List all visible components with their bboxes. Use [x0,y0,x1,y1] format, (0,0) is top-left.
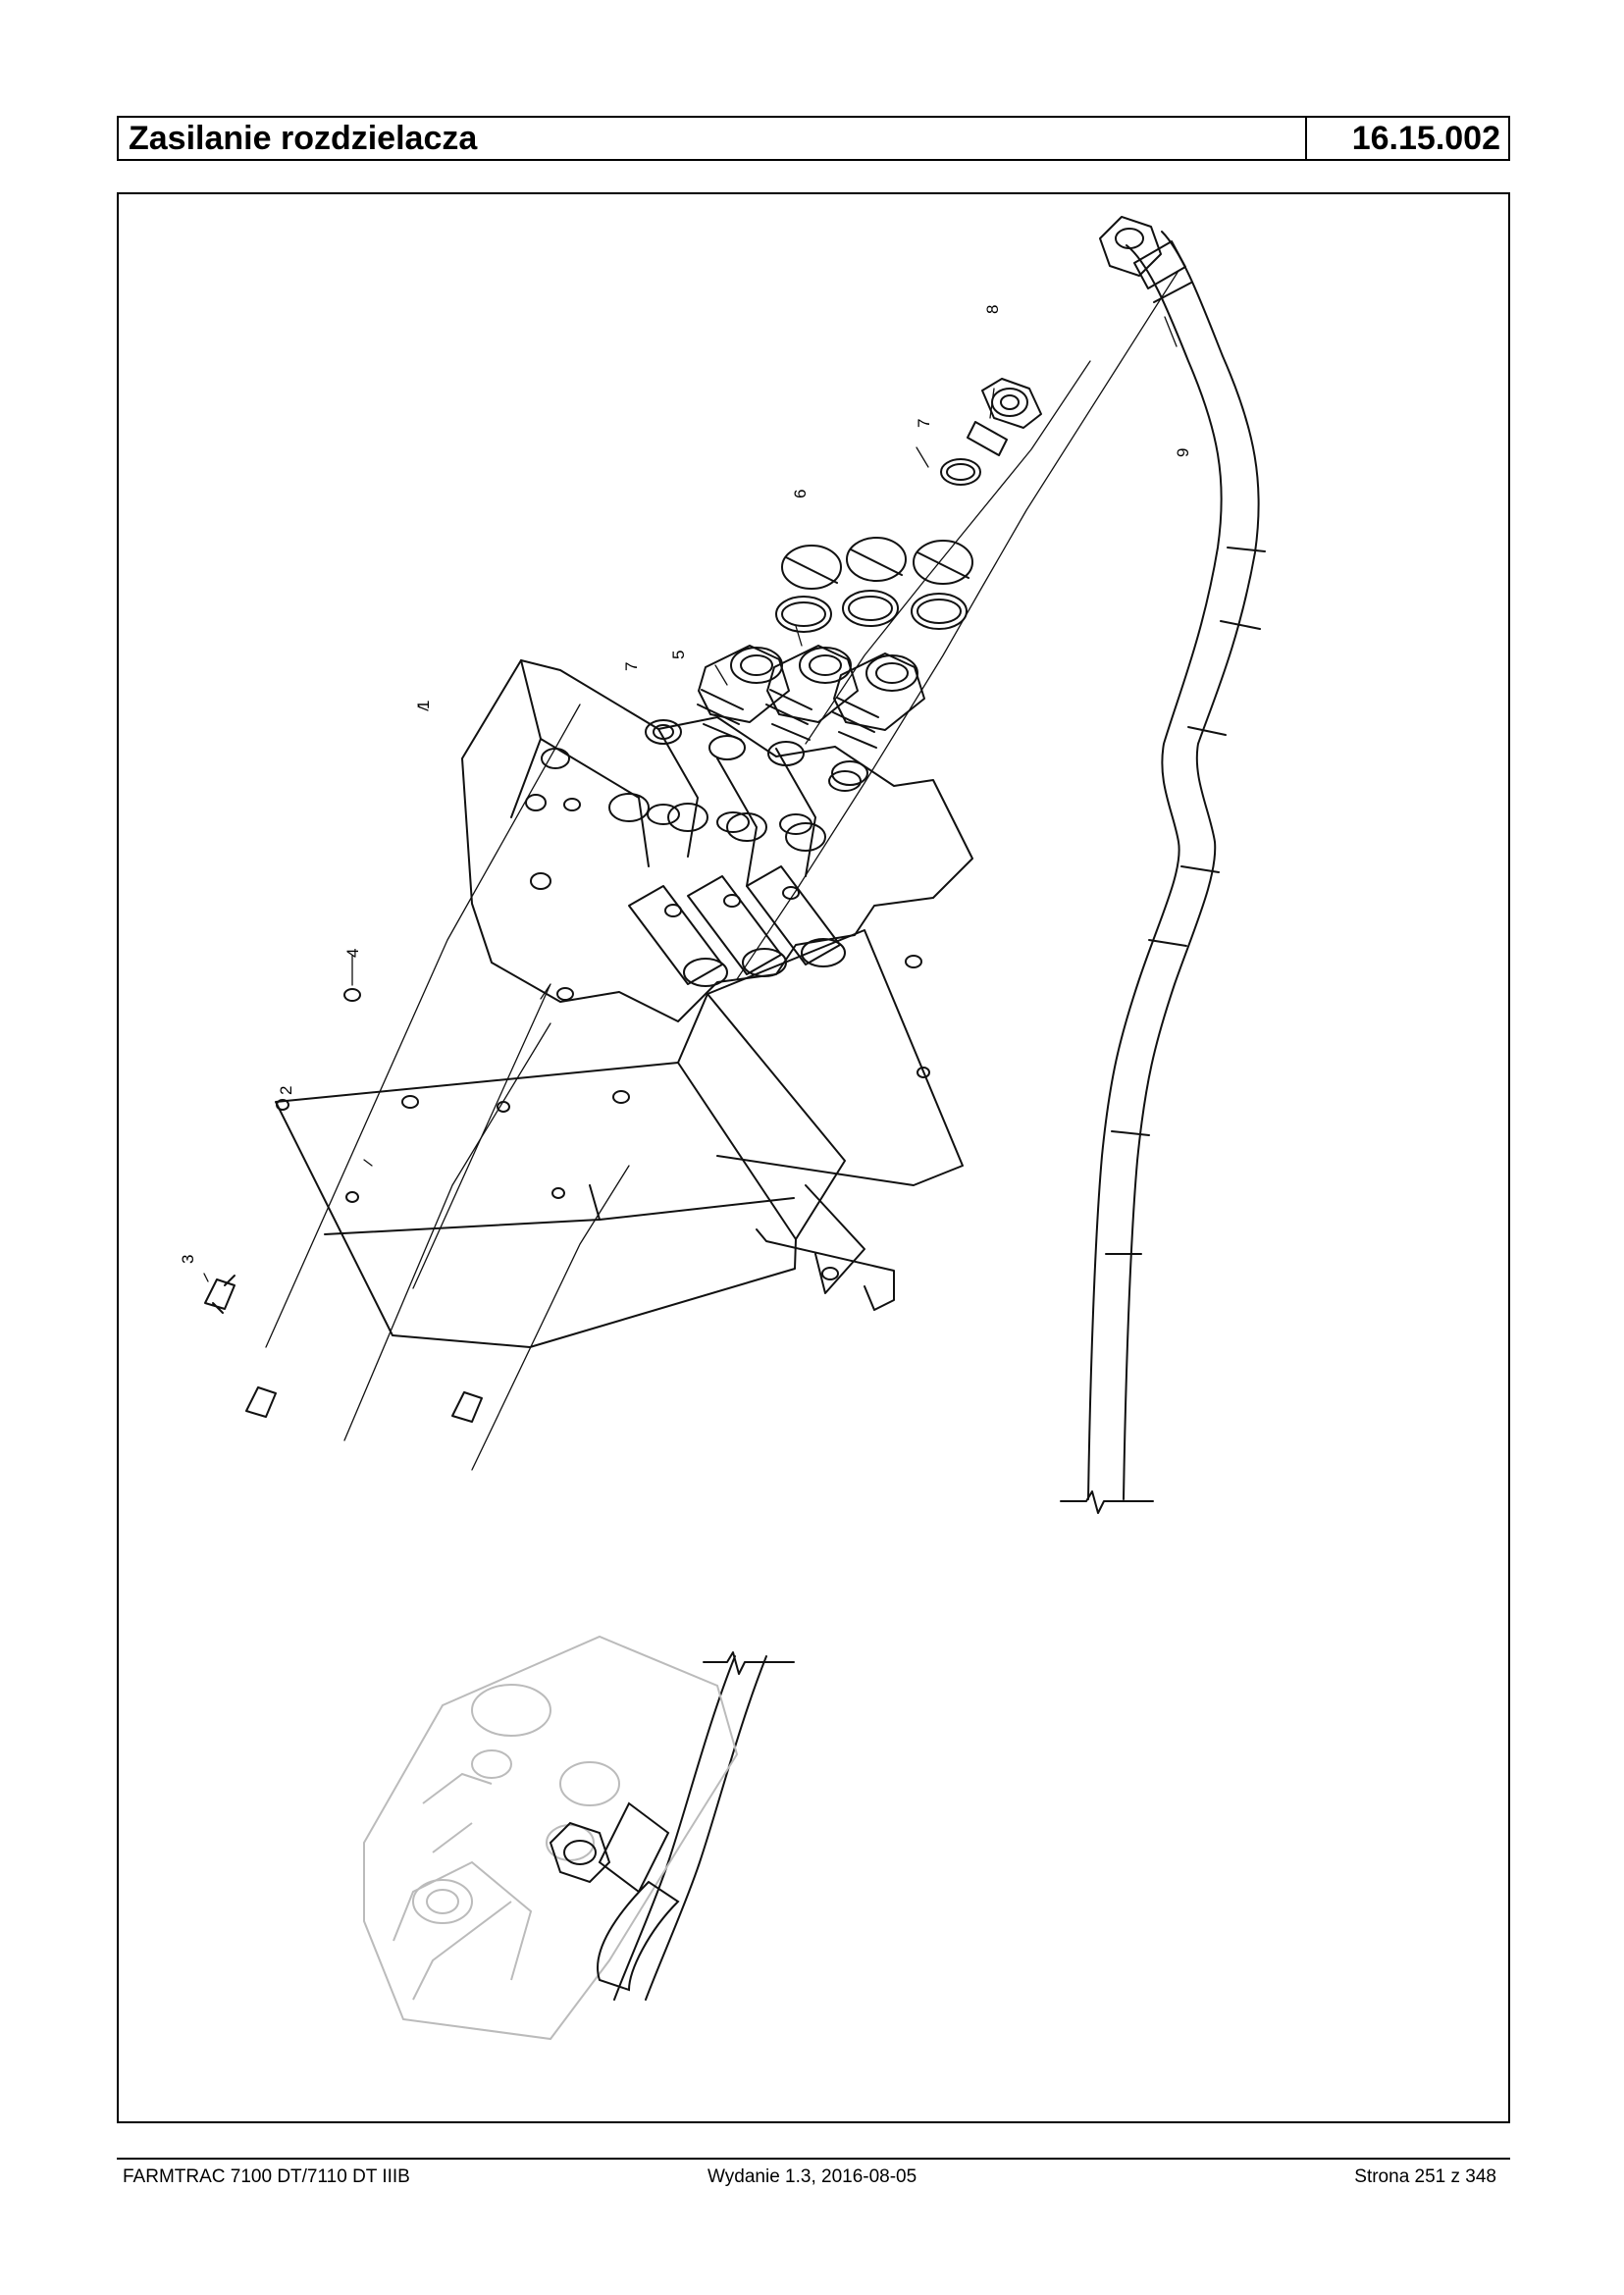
callout-labels: 1 2 3 4 5 6 7 7 8 9 [179,305,1192,1264]
callout-3: 3 [179,1255,197,1264]
quick-couplers-5 [697,645,925,749]
bolts-3 [204,1275,483,1423]
diagram-frame: 1 2 3 4 5 6 7 7 8 9 [117,192,1510,2123]
page-title: Zasilanie rozdzielacza [129,119,478,157]
callout-5: 5 [669,651,688,659]
footer-rule [117,2158,1510,2160]
page-footer: FARMTRAC 7100 DT/7110 DT IIIB Wydanie 1.… [117,2166,1510,2196]
footer-edition: Wydanie 1.3, 2016-08-05 [707,2166,917,2187]
callout-4: 4 [343,949,362,958]
footer-model: FARMTRAC 7100 DT/7110 DT IIIB [123,2166,410,2187]
lower-hose-fitting [549,1801,680,1992]
hydraulic-hose [613,216,1266,2001]
mounting-bracket-2 [275,929,964,1348]
callout-7-upper: 7 [915,419,933,428]
callout-7-lower: 7 [622,662,641,671]
callout-2: 2 [277,1086,295,1095]
o-ring-7-top [940,458,981,486]
callout-8: 8 [983,305,1002,314]
callout-1: 1 [414,701,433,709]
section-code: 16.15.002 [1305,118,1508,159]
footer-page-number: Strona 251 z 348 [1354,2166,1496,2187]
washers-4 [343,798,581,1002]
control-valve-block-1 [461,659,973,1022]
callout-6: 6 [791,490,810,498]
exploded-parts-diagram: 1 2 3 4 5 6 7 7 8 9 [179,216,1266,2041]
adapter-fitting-8 [967,378,1042,456]
ghost-pump [363,1635,739,2041]
callout-9: 9 [1174,448,1192,457]
header-bar: Zasilanie rozdzielacza 16.15.002 [117,116,1510,161]
dust-caps-6 [775,537,973,633]
